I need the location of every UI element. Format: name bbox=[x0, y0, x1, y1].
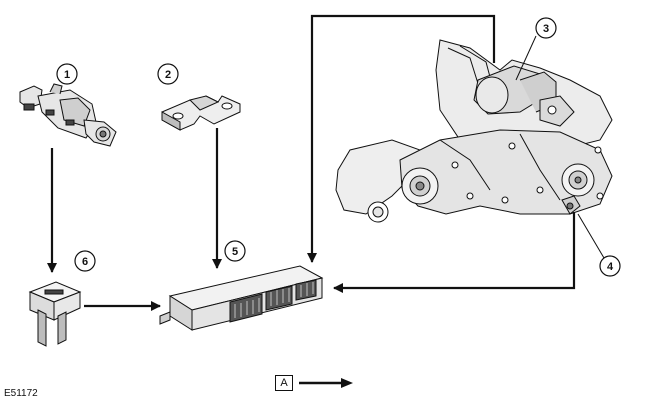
figure-reference-code: E51172 bbox=[4, 388, 38, 399]
component-1-ignition-switch bbox=[19, 83, 117, 147]
legend: A bbox=[275, 375, 355, 391]
legend-label: A bbox=[275, 375, 293, 391]
callout-1-label: 1 bbox=[64, 69, 70, 81]
callout-2: 2 bbox=[157, 63, 179, 85]
callout-4-label: 4 bbox=[607, 261, 614, 273]
callout-3-label: 3 bbox=[543, 23, 549, 35]
arrow-4-to-5 bbox=[333, 212, 576, 293]
connection-arrows bbox=[47, 14, 576, 311]
callout-leaders bbox=[515, 35, 605, 259]
callout-5: 5 bbox=[224, 240, 246, 262]
callout-5-label: 5 bbox=[232, 246, 238, 258]
component-6-fuse bbox=[28, 281, 82, 347]
component-3-4-transfer-case bbox=[335, 39, 613, 223]
callout-4: 4 bbox=[599, 255, 621, 277]
component-2-fusible-link bbox=[161, 95, 241, 131]
legend-arrow-icon bbox=[299, 378, 353, 388]
callout-1: 1 bbox=[56, 63, 78, 85]
component-5-control-module bbox=[159, 265, 324, 331]
callout-2-label: 2 bbox=[165, 69, 171, 81]
callout-6: 6 bbox=[74, 250, 96, 272]
callout-6-label: 6 bbox=[82, 256, 88, 268]
arrow-3-to-5 bbox=[307, 14, 496, 263]
callout-3: 3 bbox=[535, 17, 557, 39]
